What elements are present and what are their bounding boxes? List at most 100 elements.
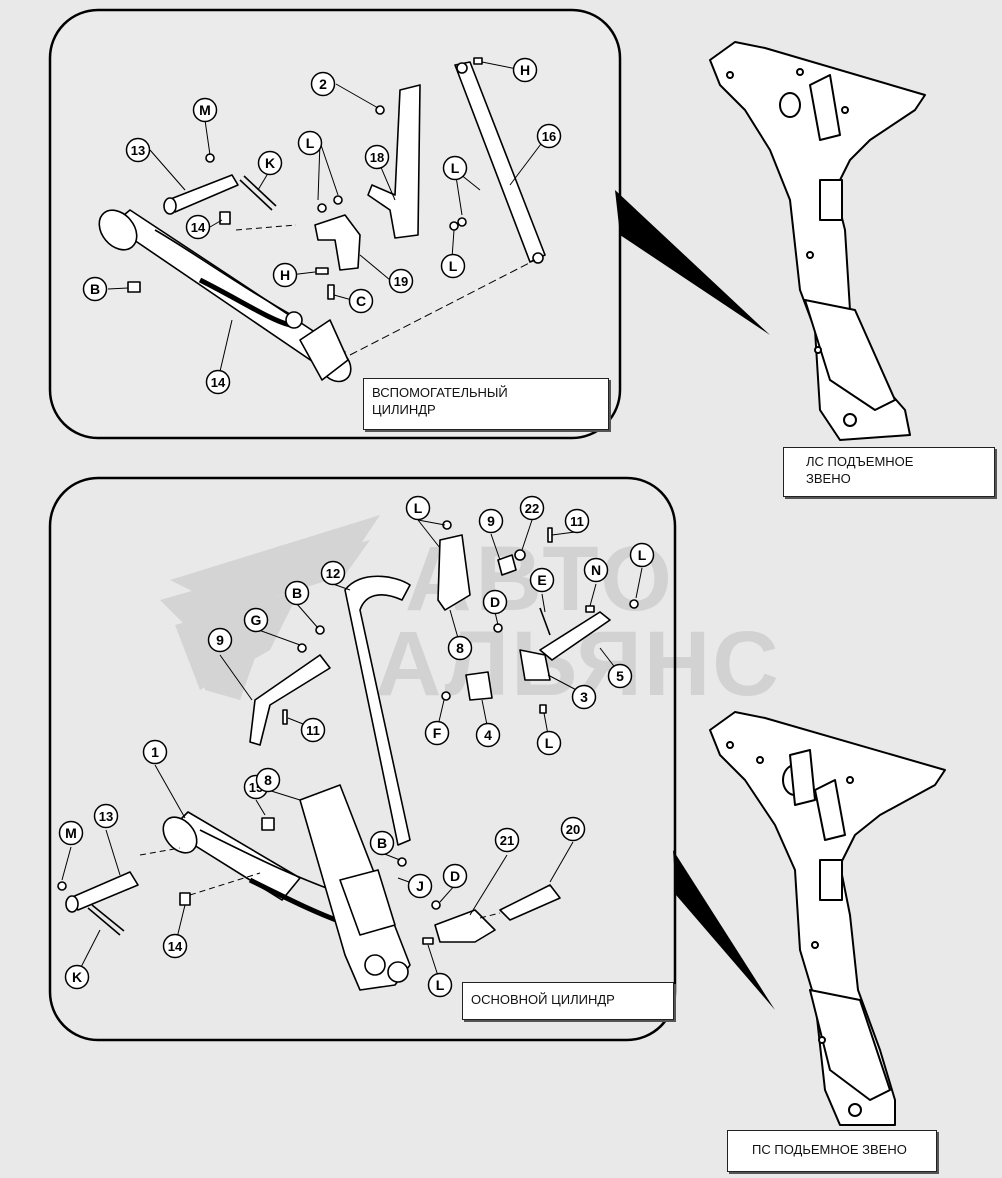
callout-label: L [545, 735, 554, 751]
callout-label: 13 [99, 809, 113, 824]
callout-aux-cylinder-5: L [442, 155, 468, 181]
callout-main-cylinder-0: L [405, 495, 431, 521]
callout-label: 14 [191, 220, 206, 235]
callout-main-cylinder-29: 14 [162, 933, 188, 959]
callout-aux-cylinder-9: 19 [388, 268, 414, 294]
callout-main-cylinder-23: 13 [93, 803, 119, 829]
callout-aux-cylinder-4: 18 [364, 144, 390, 170]
callout-label: 13 [131, 143, 145, 158]
callout-label: 2 [319, 76, 327, 92]
callout-label: 5 [616, 668, 624, 684]
callout-main-cylinder-25: J [407, 873, 433, 899]
callout-main-cylinder-6: L [629, 542, 655, 568]
callout-main-cylinder-31: L [427, 972, 453, 998]
lh-lift-link-drawing [709, 41, 926, 441]
callout-label: L [451, 160, 460, 176]
callout-main-cylinder-9: G [243, 607, 269, 633]
callout-label: D [490, 594, 500, 610]
callout-main-cylinder-11: 9 [207, 627, 233, 653]
callout-main-cylinder-24: B [369, 830, 395, 856]
callout-label: H [280, 267, 290, 283]
callout-main-cylinder-5: N [583, 557, 609, 583]
callout-label: 8 [456, 640, 464, 656]
callout-aux-cylinder-12: L [440, 253, 466, 279]
callout-aux-cylinder-11: C [348, 288, 374, 314]
callout-label: J [416, 878, 424, 894]
callout-aux-cylinder-2: K [257, 150, 283, 176]
callout-label: 11 [306, 723, 320, 738]
callout-aux-cylinder-13: B [82, 276, 108, 302]
callout-aux-cylinder-0: M [192, 97, 218, 123]
callout-label: K [72, 969, 82, 985]
callout-main-cylinder-22: M [58, 820, 84, 846]
callout-main-cylinder-21: 8 [255, 767, 281, 793]
callout-label: E [537, 572, 546, 588]
callout-main-cylinder-1: 9 [478, 508, 504, 534]
main-cylinder-panel [48, 476, 677, 1042]
callout-aux-cylinder-10: H [272, 262, 298, 288]
main-cylinder-title: ОСНОВНОЙ ЦИЛИНДР [462, 982, 674, 1020]
callout-aux-cylinder-14: 14 [205, 369, 231, 395]
callout-label: 9 [487, 513, 495, 529]
callout-label: L [306, 135, 315, 151]
callout-label: L [638, 547, 647, 563]
callout-main-cylinder-13: 3 [571, 684, 597, 710]
callout-label: 11 [570, 514, 584, 529]
callout-label: H [520, 62, 530, 78]
watermark-logo [160, 515, 380, 700]
pointer-wedge-top [615, 190, 770, 335]
callout-label: C [356, 293, 366, 309]
callout-main-cylinder-30: K [64, 964, 90, 990]
callout-label: 22 [525, 501, 539, 516]
callout-label: 20 [566, 822, 580, 837]
aux-cylinder-title: ВСПОМОГАТЕЛЬНЫЙ ЦИЛИНДР [363, 378, 609, 430]
callout-aux-cylinder-6: 16 [536, 123, 562, 149]
callout-label: 19 [394, 274, 408, 289]
callout-main-cylinder-2: 22 [519, 495, 545, 521]
callout-label: B [377, 835, 387, 851]
callout-main-cylinder-27: 21 [494, 827, 520, 853]
callout-main-cylinder-19: 1 [142, 739, 168, 765]
callout-label: 12 [326, 566, 340, 581]
callout-main-cylinder-12: 8 [447, 635, 473, 661]
callout-label: K [265, 155, 275, 171]
lh-lift-link-title: ЛС ПОДЪЕМНОЕ ЗВЕНО [783, 447, 995, 497]
callout-label: M [65, 825, 77, 841]
callout-main-cylinder-18: 11 [300, 717, 326, 743]
callout-main-cylinder-4: E [529, 567, 555, 593]
callout-aux-cylinder-1: 13 [125, 137, 151, 163]
callout-label: L [414, 500, 423, 516]
callout-main-cylinder-8: B [284, 580, 310, 606]
callout-aux-cylinder-7: H [512, 57, 538, 83]
callout-label: N [591, 562, 601, 578]
callout-label: F [433, 725, 442, 741]
callout-main-cylinder-3: 11 [564, 508, 590, 534]
callout-label: 3 [580, 689, 588, 705]
callout-label: M [199, 102, 211, 118]
callout-label: 1 [151, 744, 159, 760]
callout-label: 14 [168, 939, 183, 954]
callout-label: 4 [484, 727, 492, 743]
callout-label: B [90, 281, 100, 297]
callout-label: 16 [542, 129, 556, 144]
callout-main-cylinder-7: 12 [320, 560, 346, 586]
callout-aux-cylinder-15: 2 [310, 71, 336, 97]
callout-aux-cylinder-8: 14 [185, 214, 211, 240]
pointer-wedge-bottom [673, 850, 775, 1010]
callout-aux-cylinder-3: L [297, 130, 323, 156]
callout-label: G [251, 612, 262, 628]
callout-label: L [436, 977, 445, 993]
callout-main-cylinder-15: F [424, 720, 450, 746]
callout-label: 8 [264, 772, 272, 788]
callout-main-cylinder-26: D [442, 863, 468, 889]
callout-main-cylinder-17: L [536, 730, 562, 756]
callout-main-cylinder-28: 20 [560, 816, 586, 842]
callout-main-cylinder-14: 5 [607, 663, 633, 689]
callout-label: 14 [211, 375, 226, 390]
callout-label: 18 [370, 150, 384, 165]
callout-label: D [450, 868, 460, 884]
main-cylinder-parts [57, 520, 639, 991]
callout-label: 21 [500, 833, 514, 848]
